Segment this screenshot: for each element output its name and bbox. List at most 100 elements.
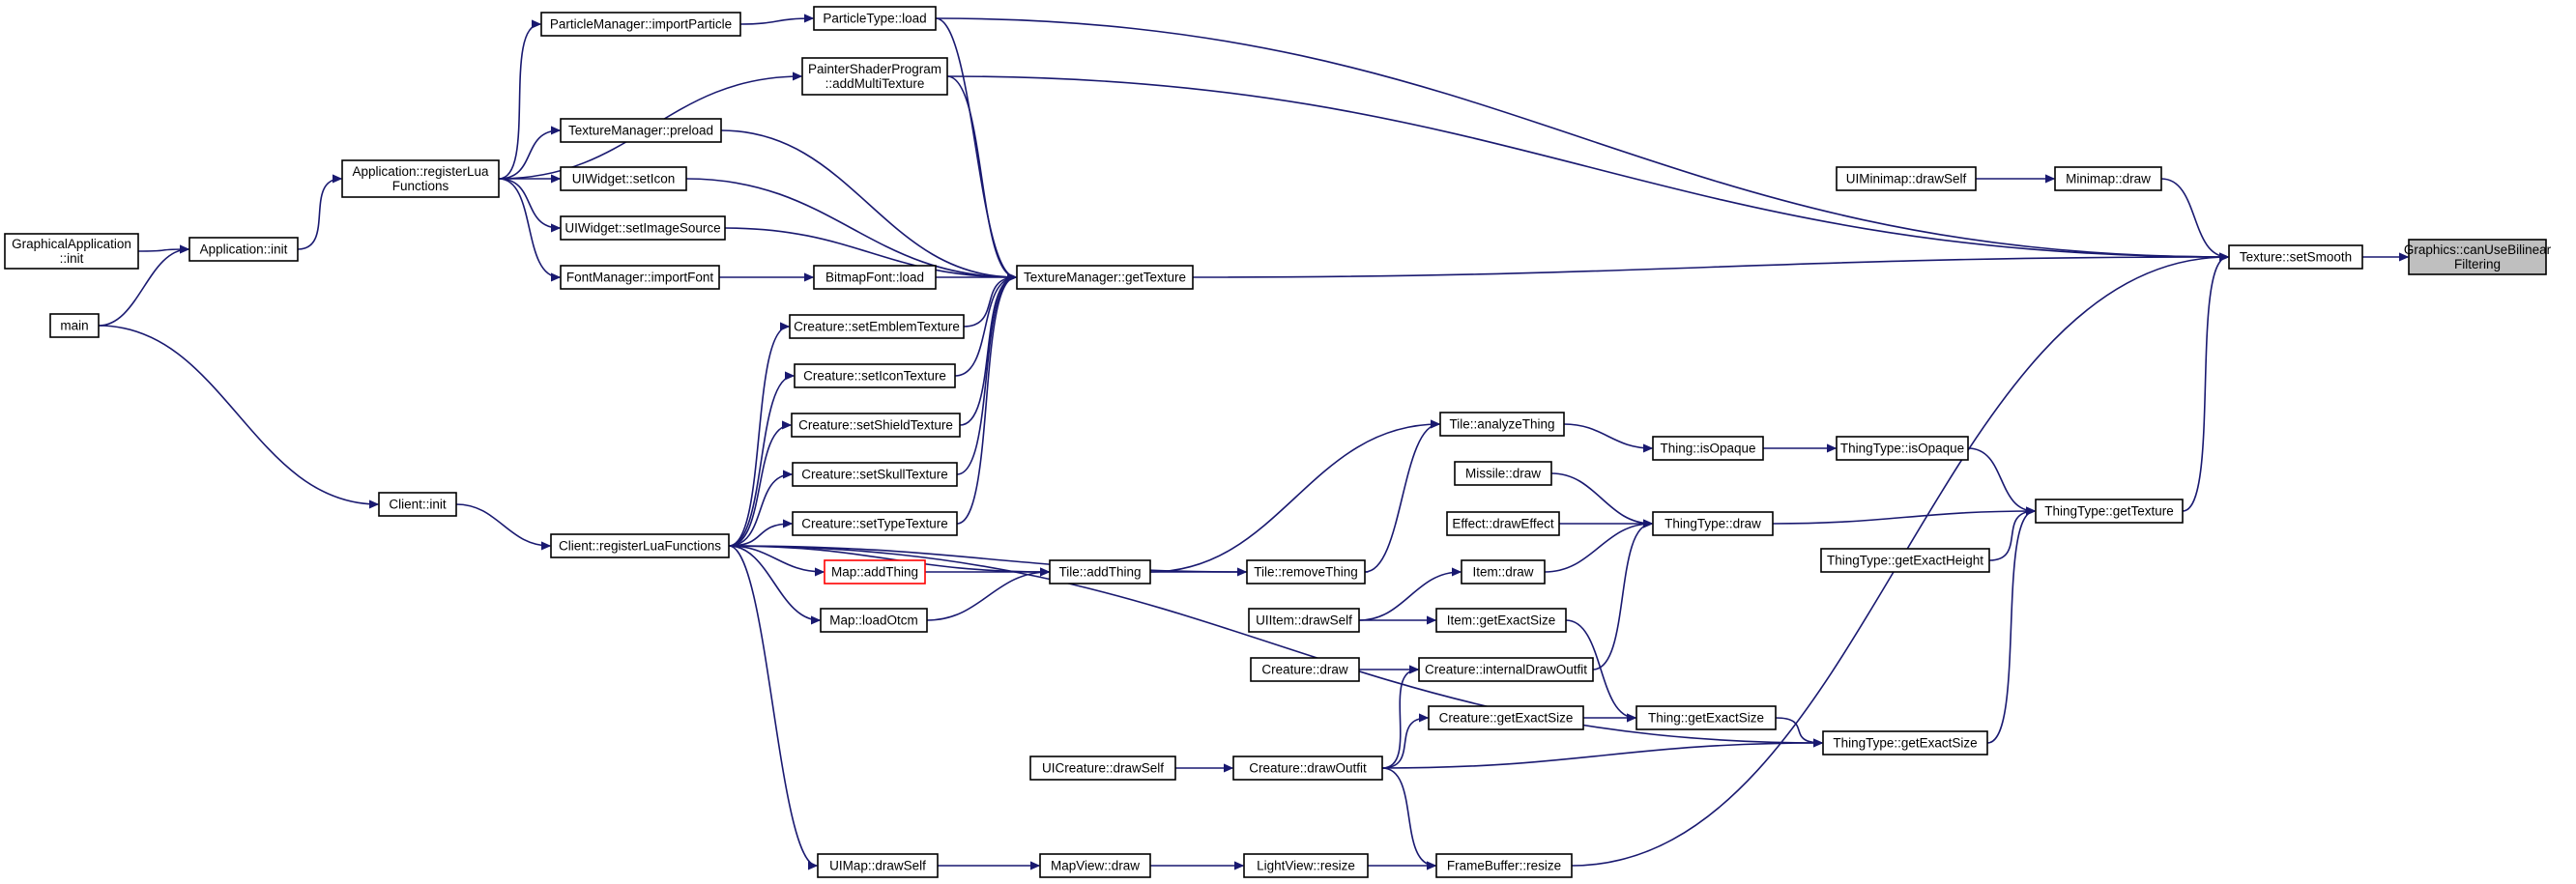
node-label: Missile::draw	[1465, 467, 1541, 481]
node-box	[791, 413, 961, 438]
node-box	[1428, 705, 1584, 730]
node-bitmapfont-load[interactable]: BitmapFont::load	[813, 265, 937, 290]
node-thingtype-draw[interactable]: ThingType::draw	[1652, 511, 1774, 536]
node-lightview-resize[interactable]: LightView::resize	[1243, 853, 1369, 878]
node-creature-settypetexture[interactable]: Creature::setTypeTexture	[792, 511, 958, 536]
node-tile-analyzething[interactable]: Tile::analyzeThing	[1439, 412, 1565, 437]
node-label: Graphics::canUseBilinear	[2404, 242, 2552, 257]
node-label: Tile::analyzeThing	[1449, 417, 1554, 432]
node-creature-draw[interactable]: Creature::draw	[1250, 657, 1360, 682]
node-label: ParticleType::load	[823, 12, 926, 26]
node-mapview-draw[interactable]: MapView::draw	[1039, 853, 1151, 878]
node-graphicalapplication-init[interactable]: GraphicalApplication::init	[4, 233, 139, 270]
node-label: UIMap::drawSelf	[829, 859, 926, 873]
edge-client-registerluafunctions-to-creature-setshieldtexture	[728, 425, 791, 547]
node-label: Minimap::draw	[2066, 172, 2151, 186]
edge-client-registerluafunctions-to-creature-setskulltexture	[728, 474, 792, 547]
node-box	[813, 6, 937, 31]
node-uimap-drawself[interactable]: UIMap::drawSelf	[817, 853, 939, 878]
node-label: TextureManager::preload	[568, 124, 713, 138]
node-creature-seticontexture[interactable]: Creature::setIconTexture	[794, 363, 956, 388]
node-box	[1232, 756, 1383, 781]
node-box	[2035, 499, 2184, 524]
node-effect-draweffect[interactable]: Effect::drawEffect	[1446, 511, 1560, 536]
edge-application-registerlua-to-fontmanager-importfont	[498, 178, 560, 277]
node-uiitem-drawself[interactable]: UIItem::drawSelf	[1248, 608, 1360, 633]
node-label: Filtering	[2454, 257, 2501, 271]
node-texture-setsmooth[interactable]: Texture::setSmooth	[2228, 244, 2363, 270]
node-missile-draw[interactable]: Missile::draw	[1454, 461, 1552, 486]
edge-tile-addthing-to-tile-analyzething	[1149, 424, 1439, 573]
edge-paintershader-addmultitexture-to-texture-setsmooth	[946, 75, 2228, 257]
node-creature-setemblemtexture[interactable]: Creature::setEmblemTexture	[789, 314, 965, 339]
node-item-draw[interactable]: Item::draw	[1461, 559, 1546, 585]
node-uiwidget-seticon[interactable]: UIWidget::setIcon	[560, 166, 687, 191]
node-uiwidget-setimagesource[interactable]: UIWidget::setImageSource	[560, 215, 726, 241]
node-box	[1635, 705, 1777, 730]
node-thingtype-gettexture[interactable]: ThingType::getTexture	[2035, 499, 2184, 524]
node-uiminimap-drawself[interactable]: UIMinimap::drawSelf	[1836, 166, 1977, 191]
node-label: ThingType::getExactSize	[1833, 736, 1977, 751]
edge-application-init-to-application-registerlua	[297, 179, 341, 250]
edge-uiwidget-setimagesource-to-texturemanager-gettexture	[724, 227, 1016, 277]
node-box	[2408, 239, 2547, 275]
node-box	[2228, 244, 2363, 270]
node-client-init[interactable]: Client::init	[378, 492, 457, 517]
node-texturemanager-gettexture[interactable]: TextureManager::getTexture	[1016, 265, 1194, 290]
node-main[interactable]: main	[49, 313, 100, 338]
node-thingtype-getexactsize[interactable]: ThingType::getExactSize	[1822, 730, 1988, 756]
edge-particletype-load-to-texturemanager-gettexture	[935, 17, 1016, 277]
node-fontmanager-importfont[interactable]: FontManager::importFont	[560, 265, 720, 290]
node-box	[789, 314, 965, 339]
edge-main-to-client-init	[98, 325, 378, 504]
node-map-addthing[interactable]: Map::addThing	[824, 559, 926, 585]
node-particletype-load[interactable]: ParticleType::load	[813, 6, 937, 31]
edge-client-registerluafunctions-to-tile-removething	[728, 545, 1246, 572]
node-box	[341, 159, 500, 198]
node-label: Item::draw	[1472, 565, 1533, 580]
edge-item-getexactsize-to-thing-getexactsize	[1565, 619, 1635, 718]
node-uicreature-drawself[interactable]: UICreature::drawSelf	[1029, 756, 1176, 781]
node-particlemanager-importparticle[interactable]: ParticleManager::importParticle	[540, 12, 741, 37]
edges-layer	[98, 17, 2408, 866]
node-tile-removething[interactable]: Tile::removeThing	[1246, 559, 1366, 585]
node-minimap-draw[interactable]: Minimap::draw	[2054, 166, 2162, 191]
node-label: FontManager::importFont	[566, 271, 714, 285]
node-label: Creature::setIconTexture	[803, 369, 946, 384]
node-thing-getexactsize[interactable]: Thing::getExactSize	[1635, 705, 1777, 730]
node-box	[817, 853, 939, 878]
node-label: Client::registerLuaFunctions	[559, 539, 721, 554]
node-creature-setshieldtexture[interactable]: Creature::setShieldTexture	[791, 413, 961, 438]
node-map-loadotcm[interactable]: Map::loadOtcm	[820, 608, 928, 633]
node-creature-setskulltexture[interactable]: Creature::setSkullTexture	[792, 462, 958, 487]
node-item-getexactsize[interactable]: Item::getExactSize	[1435, 608, 1567, 633]
node-creature-getexactsize[interactable]: Creature::getExactSize	[1428, 705, 1584, 730]
node-box	[378, 492, 457, 517]
node-paintershader-addmultitexture[interactable]: PainterShaderProgram::addMultiTexture	[801, 57, 948, 96]
node-label: ThingType::getTexture	[2044, 504, 2174, 519]
node-label: ThingType::getExactHeight	[1827, 554, 1983, 568]
node-framebuffer-resize[interactable]: FrameBuffer::resize	[1435, 853, 1573, 878]
node-creature-drawoutfit[interactable]: Creature::drawOutfit	[1232, 756, 1383, 781]
node-box	[813, 265, 937, 290]
node-client-registerluafunctions[interactable]: Client::registerLuaFunctions	[550, 533, 730, 558]
edge-creature-setshieldtexture-to-texturemanager-gettexture	[959, 277, 1016, 426]
edge-client-registerluafunctions-to-map-addthing	[728, 545, 824, 572]
node-tile-addthing[interactable]: Tile::addThing	[1049, 559, 1151, 585]
node-label: ParticleManager::importParticle	[550, 17, 732, 32]
node-thingtype-isopaque[interactable]: ThingType::isOpaque	[1836, 436, 1969, 461]
node-label: ThingType::isOpaque	[1840, 442, 1964, 456]
node-creature-internaldrawoutfit[interactable]: Creature::internalDrawOutfit	[1418, 657, 1594, 682]
node-texturemanager-preload[interactable]: TextureManager::preload	[560, 118, 722, 143]
node-thingtype-getexactheight[interactable]: ThingType::getExactHeight	[1820, 548, 1990, 573]
node-box	[1652, 436, 1764, 461]
node-box	[792, 462, 958, 487]
node-application-registerlua[interactable]: Application::registerLuaFunctions	[341, 159, 500, 198]
edge-creature-drawoutfit-to-framebuffer-resize	[1381, 767, 1435, 866]
edge-application-registerlua-to-texturemanager-preload	[498, 130, 560, 180]
node-application-init[interactable]: Application::init	[188, 237, 299, 262]
node-thing-isopaque[interactable]: Thing::isOpaque	[1652, 436, 1764, 461]
node-box	[1246, 559, 1366, 585]
node-label: ThingType::draw	[1664, 517, 1761, 531]
